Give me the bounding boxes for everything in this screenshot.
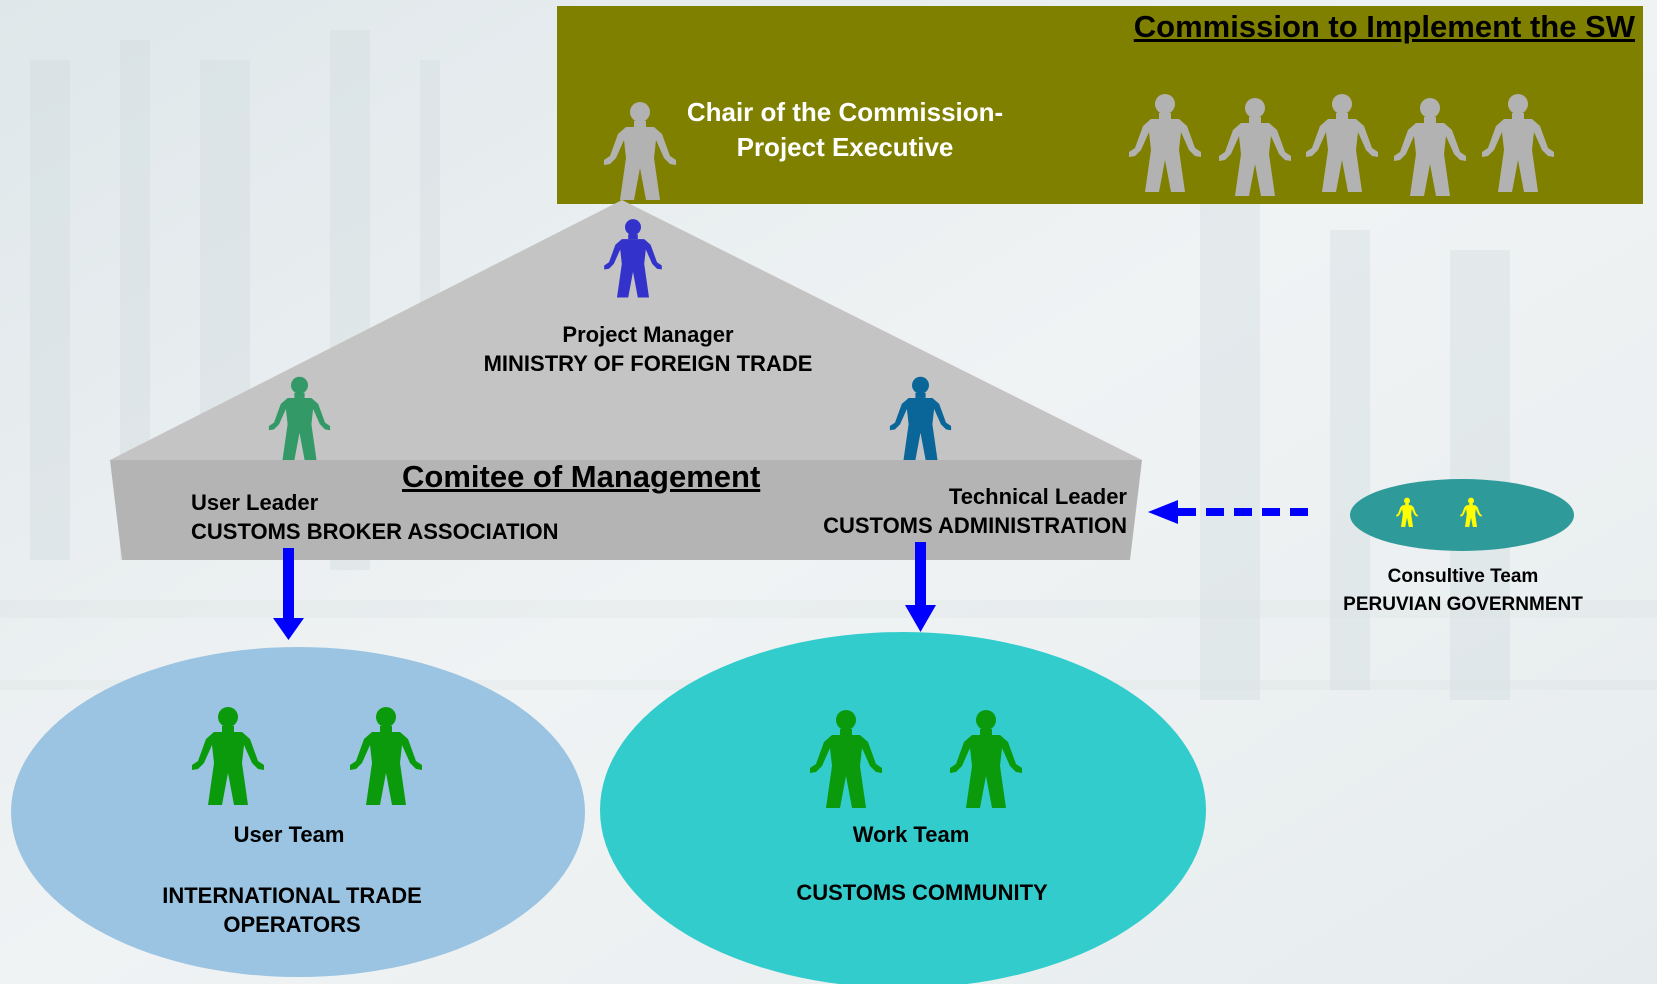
user-team-org-line1: INTERNATIONAL TRADE [162,883,422,908]
work-team-org: CUSTOMS COMMUNITY [796,880,1048,905]
committee-title: Comitee of Management [402,459,761,494]
consultive-team-role: Consultive Team [1387,566,1539,587]
management-triangle [110,200,1142,460]
user-team-ellipse [11,647,585,977]
project-manager-role: Project Manager [562,322,734,347]
chair-label-line2: Project Executive [736,132,954,163]
commission-title: Commission to Implement the SW [1133,9,1635,44]
chair-label: Chair of the Commission- Project Executi… [687,95,1003,165]
user-team-org: INTERNATIONAL TRADE OPERATORS [162,881,422,939]
user-leader-org: CUSTOMS BROKER ASSOCIATION [191,519,559,545]
user-team-org-line2: OPERATORS [223,912,361,938]
technical-leader-org: CUSTOMS ADMINISTRATION [823,513,1127,539]
consultive-team-arrow [1148,500,1308,524]
project-manager-label: Project Manager MINISTRY OF FOREIGN TRAD… [484,320,813,378]
commission-box [557,6,1643,204]
work-team-role: Work Team [852,822,970,847]
chair-label-line1: Chair of the Commission- [686,97,1004,127]
management-trapezoid [110,460,1142,560]
consultive-team-org: PERUVIAN GOVERNMENT [1343,593,1583,615]
work-team-ellipse [600,632,1206,984]
user-team-role: User Team [233,822,345,847]
work-team-arrow [905,542,936,632]
technical-leader-label: Technical Leader CUSTOMS ADMINISTRATION [823,482,1127,541]
user-leader-role: User Leader [191,490,319,515]
user-leader-label: User Leader CUSTOMS BROKER ASSOCIATION [191,488,559,547]
technical-leader-role: Technical Leader [948,484,1127,509]
project-manager-org: MINISTRY OF FOREIGN TRADE [483,351,813,377]
consultive-team-label: Consultive Team PERUVIAN GOVERNMENT [1343,563,1583,618]
user-team-arrow [273,548,304,640]
